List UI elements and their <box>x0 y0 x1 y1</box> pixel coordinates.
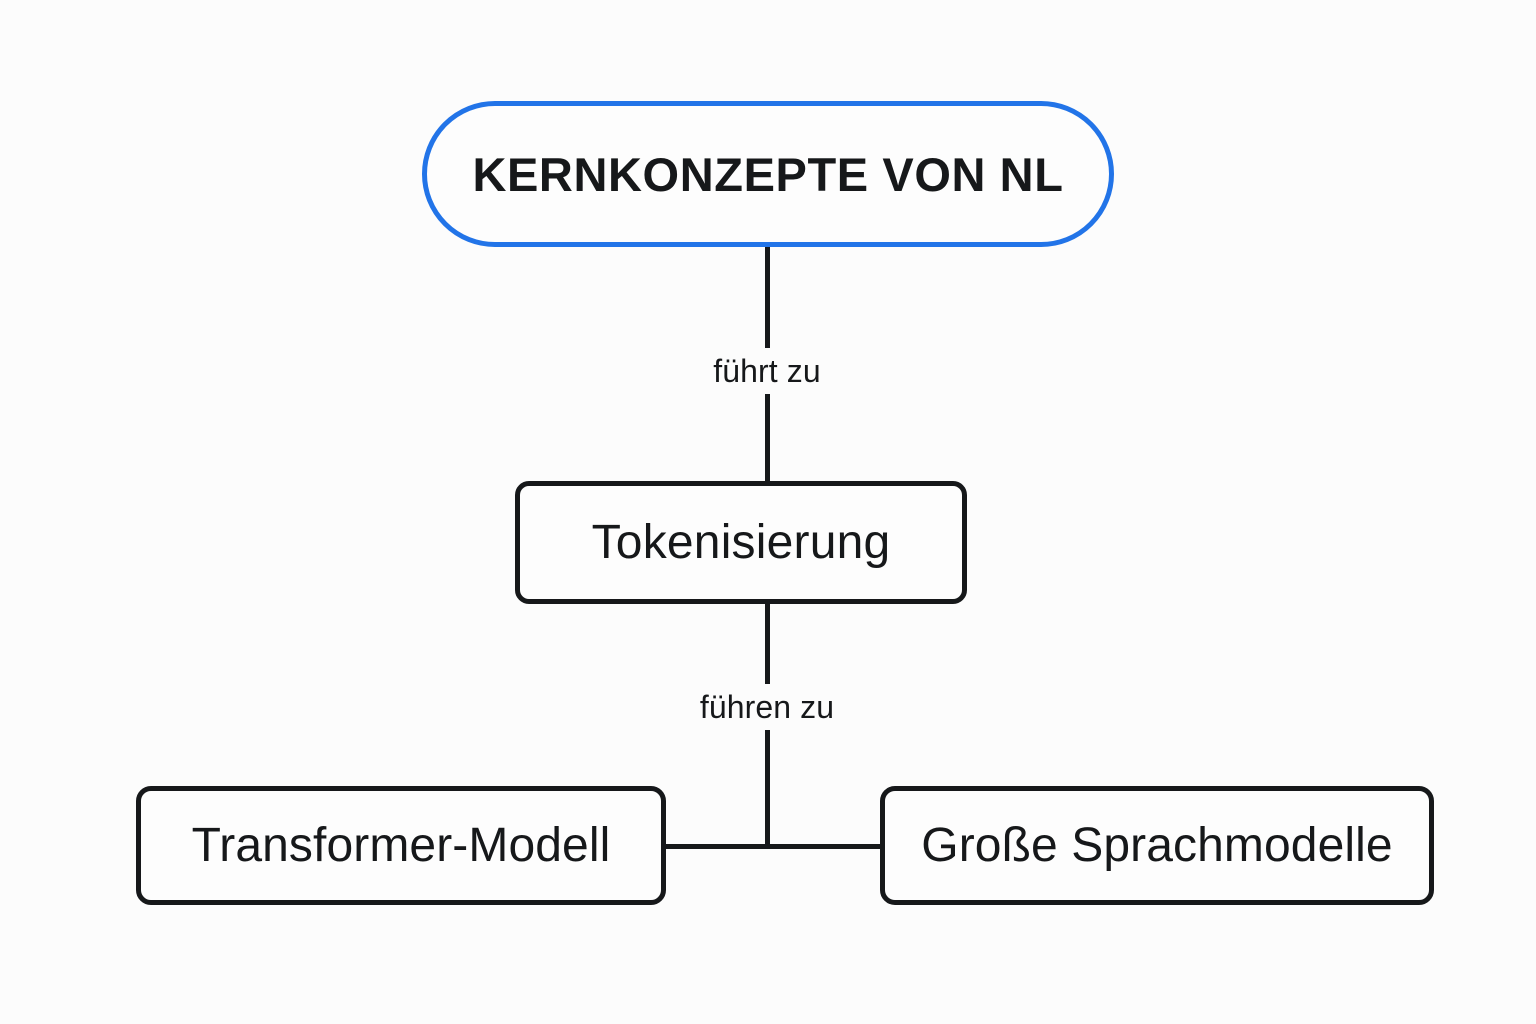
edge-leaf-connector-bar <box>663 844 884 849</box>
node-grosse-sprachmodelle[interactable]: Große Sprachmodelle <box>880 786 1434 905</box>
node-tokenisierung-label: Tokenisierung <box>591 516 891 569</box>
node-transformer-modell[interactable]: Transformer-Modell <box>136 786 666 905</box>
node-tokenisierung[interactable]: Tokenisierung <box>515 481 967 604</box>
edge-label-fuehrt-zu: führt zu <box>704 348 830 394</box>
node-root-label: KERNKONZEPTE VON NL <box>472 147 1064 201</box>
node-root-kernkonzepte[interactable]: KERNKONZEPTE VON NL <box>422 101 1114 247</box>
edge-label-fuehren-zu: führen zu <box>690 684 844 730</box>
node-grosse-sprachmodelle-label: Große Sprachmodelle <box>921 819 1393 872</box>
node-transformer-modell-label: Transformer-Modell <box>191 819 611 872</box>
